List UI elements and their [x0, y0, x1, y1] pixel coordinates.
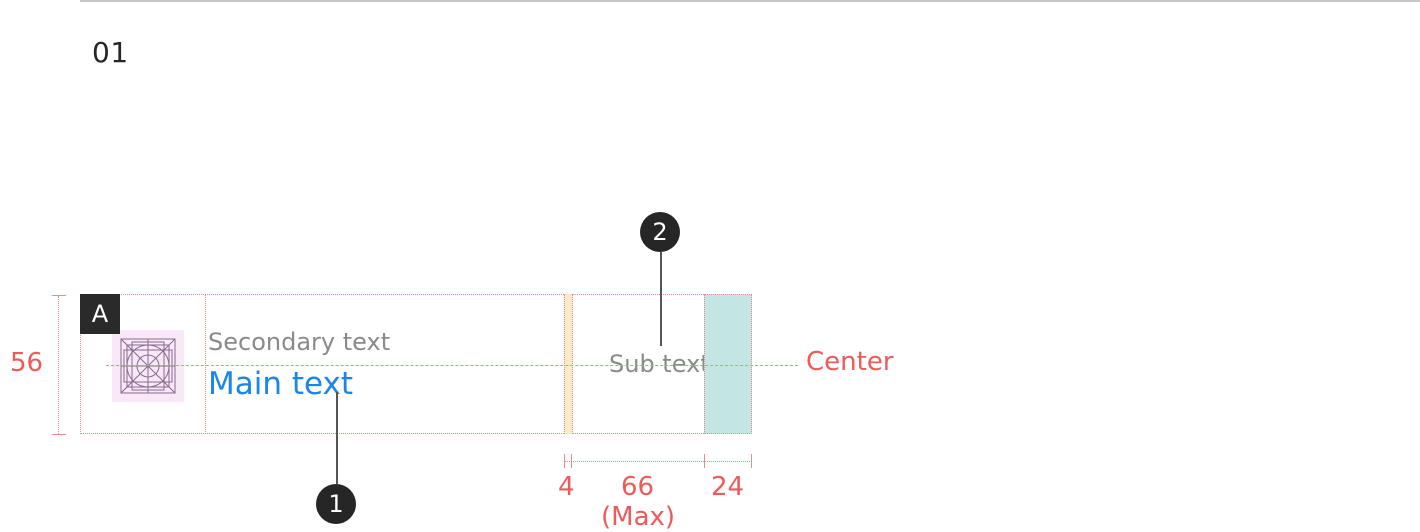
badge-a: A [80, 294, 120, 334]
callout-1-badge: 1 [316, 484, 356, 524]
trailing-area [704, 294, 752, 434]
gap-column [564, 294, 573, 434]
sub-text-width-label: 66 [621, 472, 655, 502]
callout-2-leader [660, 252, 662, 346]
top-rule [80, 0, 1420, 2]
secondary-text: Secondary text [208, 328, 391, 356]
dimension-tick [751, 454, 752, 468]
sub-text: Sub text [609, 350, 710, 378]
sub-text-width-note: (Max) [601, 502, 676, 532]
height-dimension-label: 56 [10, 348, 44, 378]
icon-area-divider [205, 294, 206, 434]
callout-2-badge: 2 [640, 212, 680, 252]
callout-1-leader [336, 392, 338, 484]
height-dimension-tick-top [52, 295, 66, 296]
main-text: Main text [208, 366, 354, 402]
trailing-dimension-label: 24 [711, 472, 745, 502]
dimension-tick [704, 454, 705, 468]
height-dimension-line [58, 296, 59, 434]
center-label: Center [806, 347, 894, 377]
width-dimension-line [564, 461, 752, 462]
icon-placeholder-grid-icon [120, 338, 176, 394]
section-number: 01 [92, 36, 129, 69]
dimension-tick [571, 454, 572, 468]
height-dimension-tick-bottom [52, 434, 66, 435]
gap-dimension-label: 4 [558, 472, 575, 502]
dimension-tick [564, 454, 565, 468]
center-guide-line [106, 365, 798, 366]
